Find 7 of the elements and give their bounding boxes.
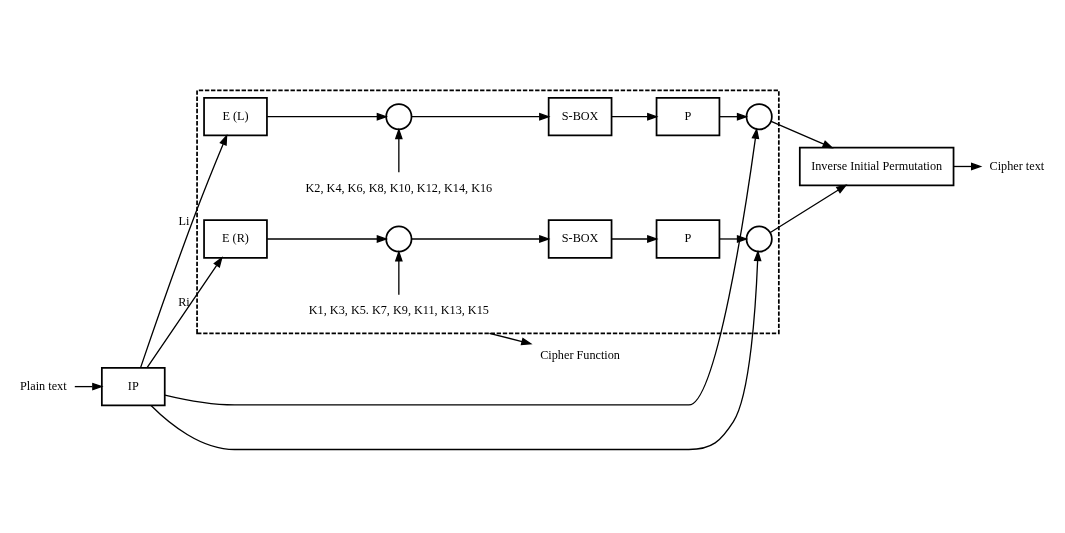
node-text: Cipher Function <box>540 348 620 363</box>
node-text: K2, K4, K6, K8, K10, K12, K14, K16 <box>305 180 493 195</box>
node-text: Plain text <box>20 378 67 393</box>
node-text: Cipher text <box>989 158 1045 173</box>
edge-label: Ri <box>178 294 190 309</box>
edge-label: Li <box>178 214 190 229</box>
node-text: K1, K3, K5. K7, K9, K11, K13, K15 <box>308 302 489 317</box>
